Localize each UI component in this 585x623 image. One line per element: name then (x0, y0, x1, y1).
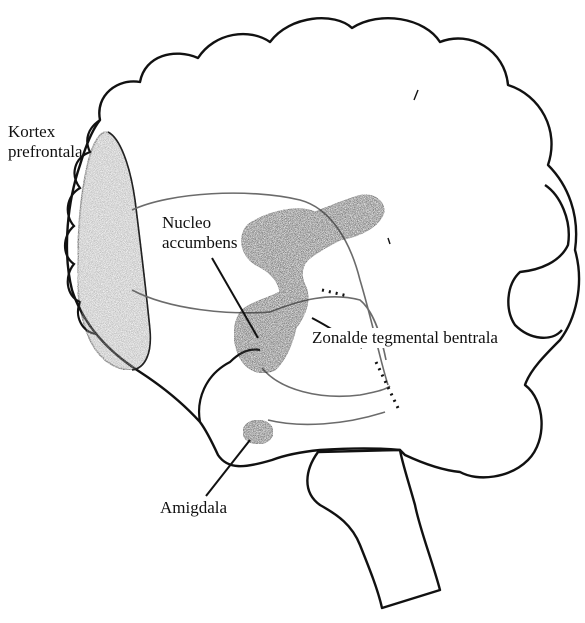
leader-amygdala (206, 440, 250, 496)
vta-dotted-marks (322, 290, 398, 408)
prefrontal-cortex-region (78, 132, 151, 370)
label-accumbens-line2: accumbens (162, 233, 238, 253)
cerebellum-outline (508, 185, 568, 338)
label-prefrontal-line1: Kortex (8, 122, 83, 142)
brainstem (307, 450, 440, 608)
label-vta: Zonalde tegmental bentrala (310, 328, 500, 348)
amygdala-region (243, 420, 273, 444)
label-accumbens-line1: Nucleo (162, 213, 238, 233)
label-amygdala: Amigdala (160, 498, 227, 518)
label-nucleus-accumbens: Nucleo accumbens (160, 212, 240, 254)
label-prefrontal-cortex: Kortex prefrontala (8, 122, 83, 162)
label-prefrontal-line2: prefrontala (8, 142, 83, 162)
